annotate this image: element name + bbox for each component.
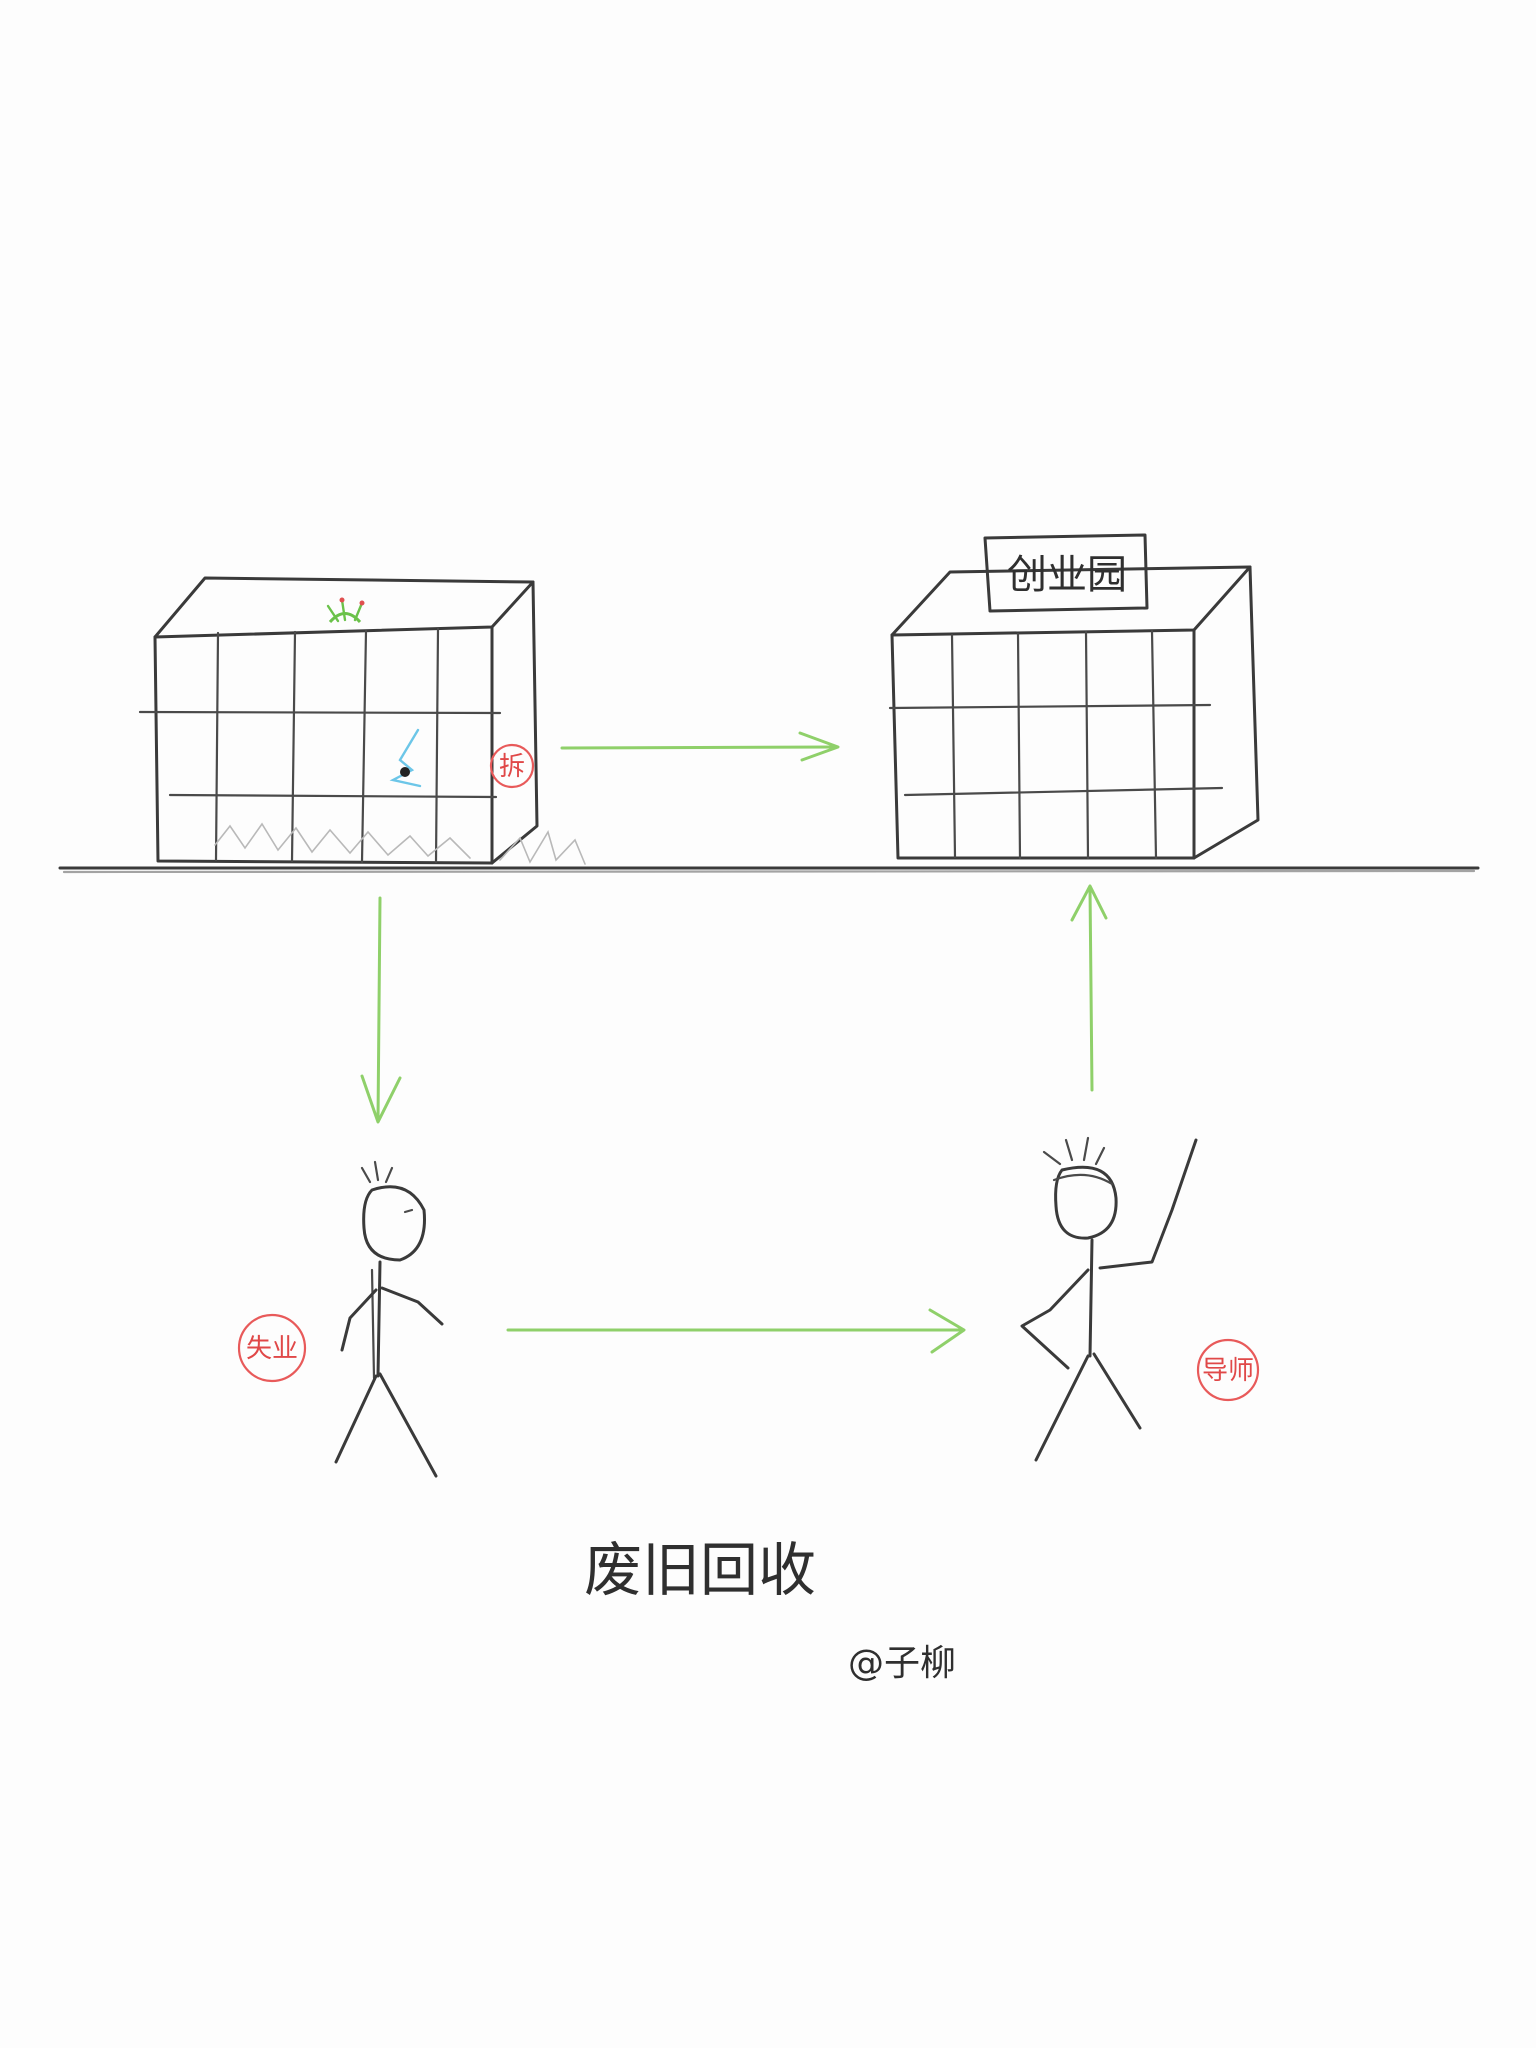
incubator-sign: 创业园 (983, 533, 1149, 613)
mentor-stamp: 导师 (1196, 1338, 1260, 1402)
arrow-building-to-incubator (560, 731, 840, 762)
weed-plant-icon (326, 597, 365, 624)
demolish-stamp-label: 拆 (499, 752, 525, 782)
arrow-building-to-unemployed (360, 896, 402, 1124)
crack-icon (389, 728, 422, 788)
demolish-stamp: 拆 (489, 743, 535, 789)
incubator-sign-label: 创业园 (1007, 552, 1127, 598)
unemployed-person (334, 1160, 444, 1478)
ground-line (58, 866, 1480, 874)
unemployed-stamp-label: 失业 (246, 1334, 298, 1364)
grass-tufts (214, 822, 586, 865)
diagram-caption: 废旧回收 (584, 1536, 816, 1604)
abandoned-building (138, 576, 586, 865)
mentor-person (1020, 1136, 1198, 1462)
author-signature: @子柳 (848, 1643, 956, 1684)
unemployed-stamp: 失业 (237, 1313, 307, 1383)
arrow-unemployed-to-mentor (506, 1308, 966, 1354)
mentor-stamp-label: 导师 (1202, 1356, 1254, 1386)
arrow-mentor-to-incubator (1070, 884, 1108, 1092)
incubator-building: 创业园 (888, 533, 1260, 860)
